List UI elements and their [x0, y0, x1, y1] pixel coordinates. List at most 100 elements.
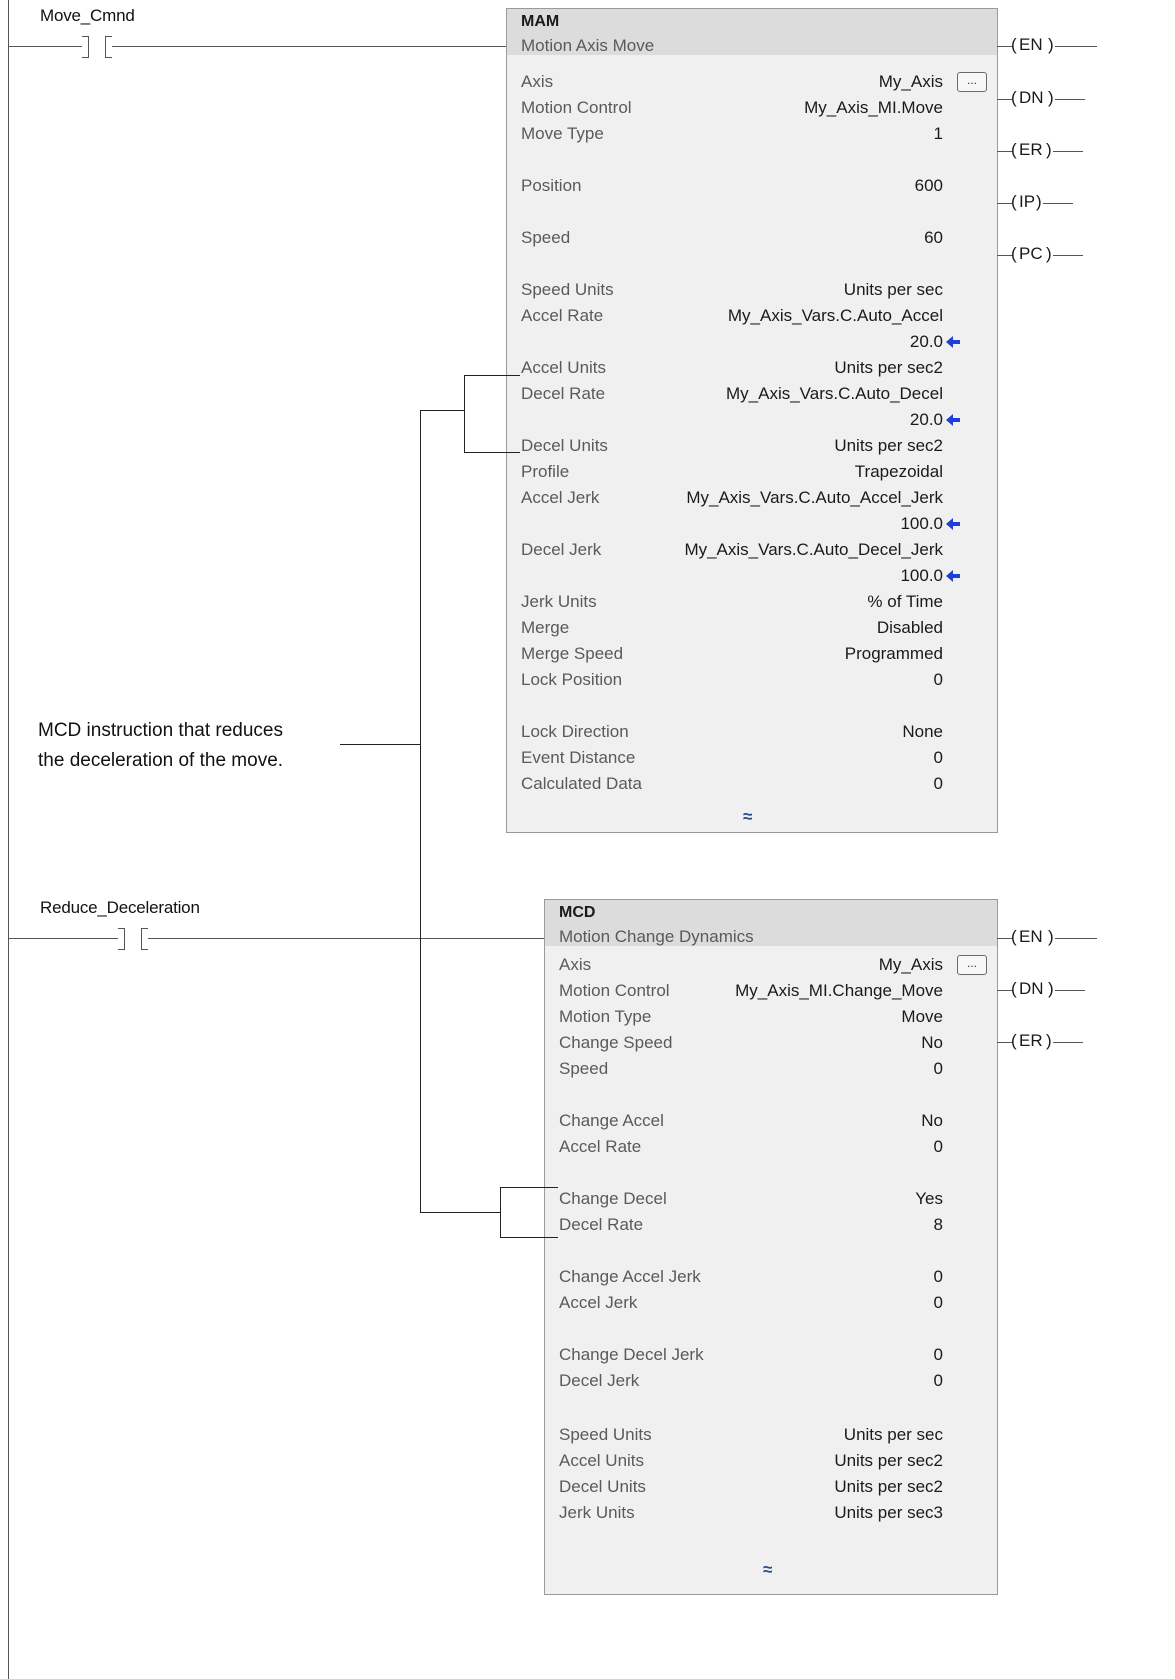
- param-value[interactable]: 0: [933, 670, 943, 689]
- param-value[interactable]: Programmed: [844, 644, 943, 663]
- param-value[interactable]: 0: [933, 1267, 943, 1286]
- param-label: Position: [521, 176, 582, 195]
- browse-button[interactable]: ...: [957, 955, 987, 975]
- contact-tag-move-cmnd[interactable]: Move_Cmnd: [40, 6, 135, 25]
- coil-paren: ): [1046, 1031, 1052, 1050]
- param-value[interactable]: Units per sec2: [834, 358, 943, 377]
- coil-en[interactable]: (EN): [997, 35, 1097, 57]
- param-value[interactable]: Disabled: [876, 618, 943, 637]
- param-value[interactable]: 60: [924, 228, 943, 247]
- param-row[interactable]: Position 600: [521, 175, 943, 197]
- xic-contact-move-cmnd[interactable]: [82, 36, 112, 58]
- xic-contact-reduce-deceleration[interactable]: [118, 928, 148, 950]
- param-value[interactable]: 0: [933, 1345, 943, 1364]
- param-value[interactable]: 1: [933, 124, 943, 143]
- coil-dn[interactable]: (DN): [997, 88, 1097, 110]
- param-label: Decel Rate: [521, 384, 606, 403]
- param-value[interactable]: Units per sec: [843, 280, 943, 299]
- coil-er[interactable]: (ER): [997, 1031, 1097, 1053]
- coil-en[interactable]: (EN): [997, 927, 1097, 949]
- param-value[interactable]: Move: [901, 1007, 943, 1026]
- rung-wire: [112, 46, 506, 47]
- param-label: Accel Units: [559, 1451, 645, 1470]
- param-row[interactable]: Accel Units Units per sec2: [559, 1450, 943, 1472]
- param-value[interactable]: None: [902, 722, 943, 741]
- param-value[interactable]: 0: [933, 1371, 943, 1390]
- param-value[interactable]: Units per sec2: [834, 1451, 943, 1470]
- param-value[interactable]: My_Axis_MI.Move: [804, 98, 943, 117]
- param-value[interactable]: My_Axis_Vars.C.Auto_Decel_Jerk: [684, 540, 943, 559]
- param-value[interactable]: No: [921, 1111, 943, 1130]
- coil-paren: (: [1011, 244, 1017, 263]
- param-value[interactable]: 0: [933, 774, 943, 793]
- param-value[interactable]: My_Axis: [878, 955, 943, 974]
- param-value[interactable]: Units per sec: [843, 1425, 943, 1444]
- param-value[interactable]: 0: [933, 1293, 943, 1312]
- coil-pc[interactable]: (PC): [997, 244, 1097, 266]
- param-value[interactable]: % of Time: [867, 592, 943, 611]
- param-value[interactable]: 8: [933, 1215, 943, 1234]
- param-value[interactable]: Yes: [915, 1189, 943, 1208]
- collapse-icon[interactable]: ≈: [763, 1560, 773, 1579]
- param-value[interactable]: Units per sec3: [834, 1503, 943, 1522]
- coil-dn[interactable]: (DN): [997, 979, 1097, 1001]
- rung-wire: [997, 99, 1013, 100]
- browse-button[interactable]: ...: [957, 72, 987, 92]
- coil-ip[interactable]: (IP): [997, 192, 1097, 214]
- param-row[interactable]: Jerk Units% of Time: [521, 591, 943, 613]
- param-value[interactable]: 0: [933, 1137, 943, 1156]
- param-value[interactable]: Units per sec2: [834, 1477, 943, 1496]
- collapse-icon[interactable]: ≈: [743, 807, 753, 826]
- param-value[interactable]: My_Axis_MI.Change_Move: [735, 981, 943, 1000]
- param-value[interactable]: Trapezoidal: [854, 462, 943, 481]
- param-value[interactable]: My_Axis_Vars.C.Auto_Decel: [726, 384, 943, 403]
- rung-wire: [997, 938, 1013, 939]
- param-row[interactable]: Decel Rate My_Axis_Vars.C.Auto_Decel: [521, 383, 943, 405]
- param-value[interactable]: 0: [933, 748, 943, 767]
- coil-er[interactable]: (ER): [997, 140, 1097, 162]
- param-value[interactable]: My_Axis_Vars.C.Auto_Accel: [727, 306, 943, 325]
- param-value[interactable]: My_Axis: [878, 72, 943, 91]
- param-value[interactable]: 0: [933, 1059, 943, 1078]
- contact-tag-reduce-deceleration[interactable]: Reduce_Deceleration: [40, 898, 200, 917]
- param-value[interactable]: 600: [914, 176, 943, 195]
- param-value[interactable]: Units per sec2: [834, 436, 943, 455]
- param-value[interactable]: No: [921, 1033, 943, 1052]
- param-value[interactable]: My_Axis_Vars.C.Auto_Accel_Jerk: [686, 488, 943, 507]
